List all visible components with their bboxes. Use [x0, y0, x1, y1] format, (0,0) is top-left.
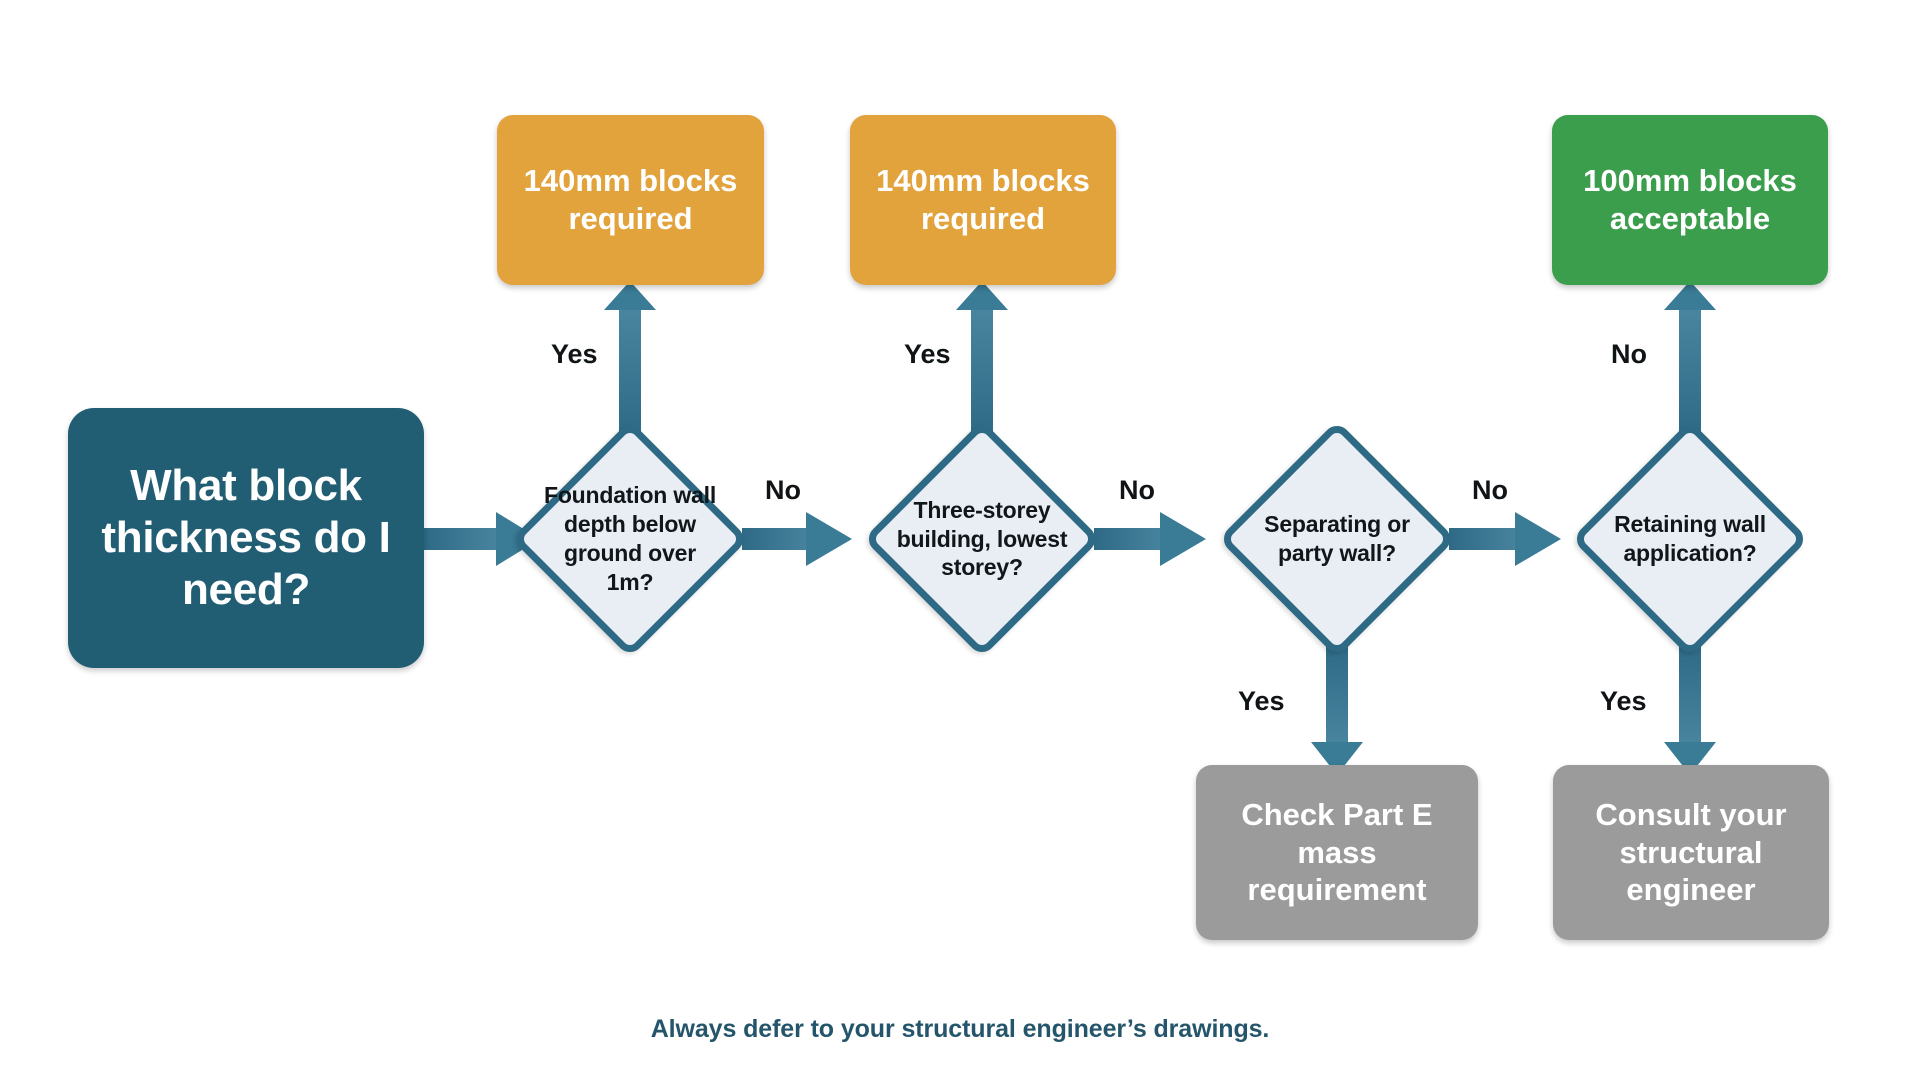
- outcome-140mm-required-2[interactable]: 140mm blocks required: [850, 115, 1116, 285]
- decision-three-storey-building[interactable]: Three-storey building, lowest storey?: [852, 409, 1112, 669]
- decision-retaining-wall-application[interactable]: Retaining wall application?: [1560, 409, 1820, 669]
- decision-label: Retaining wall application?: [1614, 511, 1766, 566]
- outcome-consult-structural-engineer[interactable]: Consult your structural engineer: [1553, 765, 1829, 940]
- outcome-check-part-e[interactable]: Check Part E mass requirement: [1196, 765, 1478, 940]
- arrow-d2-no: [1094, 512, 1206, 566]
- start-node[interactable]: What block thickness do I need?: [68, 408, 424, 668]
- arrow-d1-no: [742, 512, 852, 566]
- decision-label: Three-storey building, lowest storey?: [896, 496, 1068, 581]
- decision-label: Foundation wall depth below ground over …: [543, 482, 717, 595]
- arrow-d3-yes: [1311, 645, 1363, 775]
- decision-label: Separating or party wall?: [1264, 511, 1410, 566]
- arrow-d4-no: [1664, 281, 1716, 435]
- arrow-d3-no: [1449, 512, 1561, 566]
- edge-label-d4-yes: Yes: [1600, 686, 1647, 716]
- outcome-label: 140mm blocks required: [523, 163, 738, 236]
- outcome-label: 100mm blocks acceptable: [1583, 163, 1797, 236]
- decision-foundation-wall-depth[interactable]: Foundation wall depth below ground over …: [500, 409, 760, 669]
- outcome-label: Check Part E mass requirement: [1241, 796, 1433, 908]
- edge-label-d1-no: No: [765, 475, 801, 505]
- arrow-d1-yes: [604, 281, 656, 435]
- edge-label-d3-yes: Yes: [1238, 686, 1285, 716]
- outcome-140mm-required-1[interactable]: 140mm blocks required: [497, 115, 764, 285]
- edge-label-d1-yes: Yes: [551, 339, 598, 369]
- outcome-100mm-acceptable[interactable]: 100mm blocks acceptable: [1552, 115, 1828, 285]
- footer-disclaimer: Always defer to your structural engineer…: [650, 1015, 1270, 1043]
- start-node-label: What block thickness do I need?: [101, 461, 391, 614]
- arrow-d2-yes: [956, 281, 1008, 435]
- decision-separating-or-party-wall[interactable]: Separating or party wall?: [1207, 409, 1467, 669]
- edge-label-d2-yes: Yes: [904, 339, 951, 369]
- arrow-d4-yes: [1664, 645, 1716, 775]
- edge-label-d2-no: No: [1119, 475, 1155, 505]
- edge-label-d3-no: No: [1472, 475, 1508, 505]
- edge-label-d4-no: No: [1611, 339, 1647, 369]
- outcome-label: Consult your structural engineer: [1595, 796, 1787, 908]
- outcome-label: 140mm blocks required: [876, 163, 1090, 236]
